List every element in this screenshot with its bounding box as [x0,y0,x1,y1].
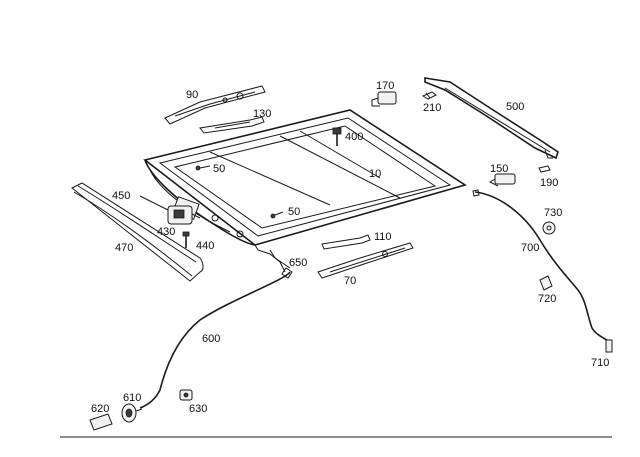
label-700: 700 [521,242,539,254]
clip-190 [538,165,551,173]
label-90: 90 [186,89,198,101]
grommet-610 [121,403,143,423]
screw-50a [195,165,211,171]
motor-430 [139,195,201,225]
label-600: 600 [202,333,220,345]
label-440: 440 [196,240,214,252]
label-210: 210 [423,102,441,114]
bracket-150 [488,173,516,187]
rail-130 [199,116,265,134]
rail-90 [164,85,266,125]
label-170: 170 [376,80,394,92]
label-130: 130 [253,108,271,120]
label-610: 610 [123,392,141,404]
label-50-b: 50 [288,206,300,218]
label-150: 150 [490,163,508,175]
label-630: 630 [189,403,207,415]
label-710: 710 [591,357,609,369]
drain-hose-600 [139,267,293,409]
drain-hose-700 [472,189,613,353]
label-430: 430 [157,226,175,238]
label-70: 70 [344,275,356,287]
label-500: 500 [506,101,524,113]
label-110: 110 [374,231,392,243]
label-720: 720 [538,293,556,305]
seal-470 [71,182,204,282]
label-10: 10 [369,168,381,180]
label-400: 400 [345,131,363,143]
clip-210 [421,91,437,100]
bracket-170 [371,91,397,107]
screw-50b [270,211,284,219]
label-470: 470 [115,242,133,254]
bolt-400 [332,127,342,146]
label-450: 450 [112,190,130,202]
label-620: 620 [91,403,109,415]
clip-730 [542,221,556,235]
plug-620 [89,413,113,431]
valve-630 [179,389,193,401]
label-650: 650 [289,257,307,269]
sunroof-frame [143,109,467,273]
trim-500 [424,77,559,160]
label-190: 190 [540,177,558,189]
rail-70 [317,242,414,279]
bolt-440 [182,231,190,248]
label-730: 730 [544,207,562,219]
bracket-720 [539,275,553,291]
rail-110 [321,234,371,250]
label-50-a: 50 [213,163,225,175]
